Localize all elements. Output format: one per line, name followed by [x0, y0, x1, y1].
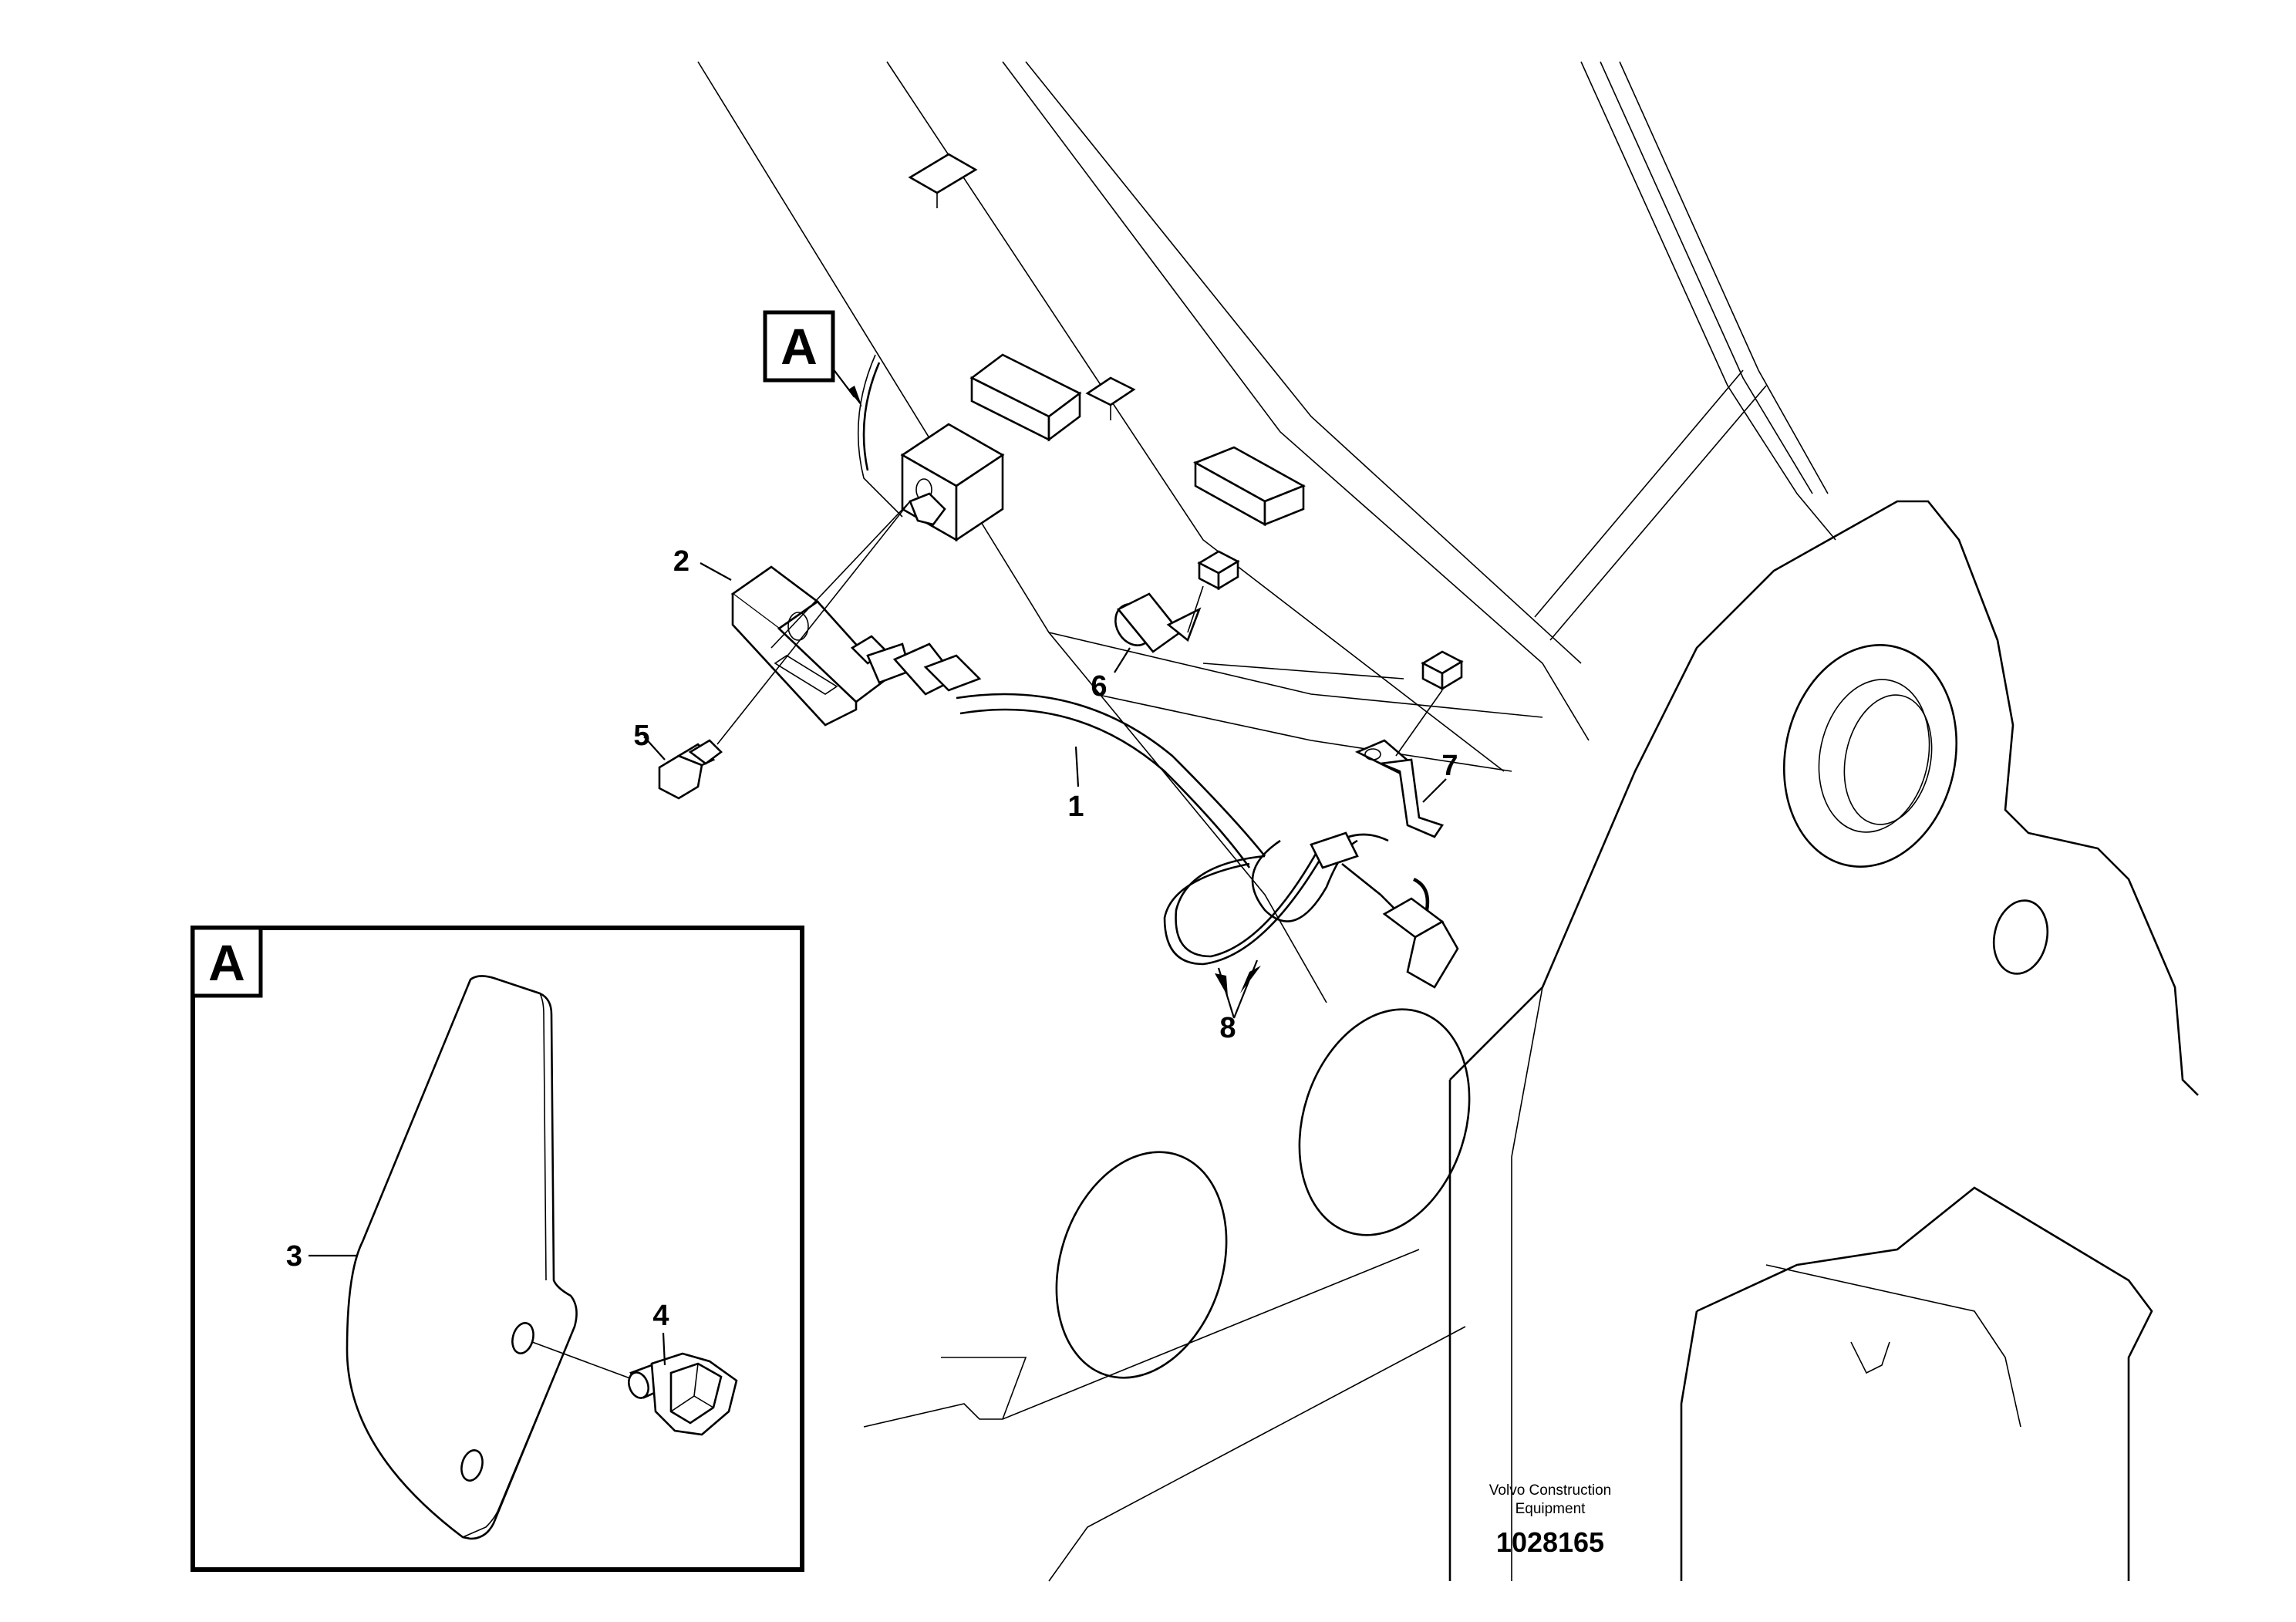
callout-5: 5	[633, 720, 649, 752]
callout-2: 2	[673, 545, 689, 578]
company-name-line1: Volvo Construction	[1489, 1482, 1611, 1499]
detail-a-letter: A	[208, 934, 245, 991]
callout-1: 1	[1067, 791, 1084, 823]
clamp-part-7	[1354, 690, 1447, 838]
view-a-marker: A	[763, 310, 862, 407]
callout-6: 6	[1091, 670, 1107, 703]
boom-holes	[1055, 644, 2049, 1379]
sensor-mount-block	[857, 354, 1005, 542]
drawing-number: 1028165	[1496, 1526, 1604, 1558]
callout-3: 3	[286, 1240, 302, 1273]
cable-loop-part-8	[1163, 831, 1459, 1019]
callout-7: 7	[1441, 750, 1458, 782]
detail-a-inset: A 3 4	[190, 926, 804, 1572]
view-a-letter: A	[781, 318, 818, 375]
callout-4: 4	[652, 1300, 669, 1332]
bolt-part-4: 4	[531, 1300, 738, 1436]
mounting-blocks	[908, 153, 1464, 691]
clip-part-6	[1114, 585, 1204, 673]
callout-labels: 1 2 5 6 7 8	[633, 545, 1458, 1044]
company-name-line2: Equipment	[1515, 1501, 1586, 1517]
callout-8: 8	[1219, 1012, 1236, 1044]
bolt-part-5	[643, 501, 911, 800]
title-block: Volvo Construction Equipment 1028165	[1489, 1482, 1611, 1558]
plate-part-3: 3	[286, 975, 578, 1540]
boom-structure	[697, 61, 2199, 1582]
proximity-sensor-part-1	[850, 635, 1266, 868]
